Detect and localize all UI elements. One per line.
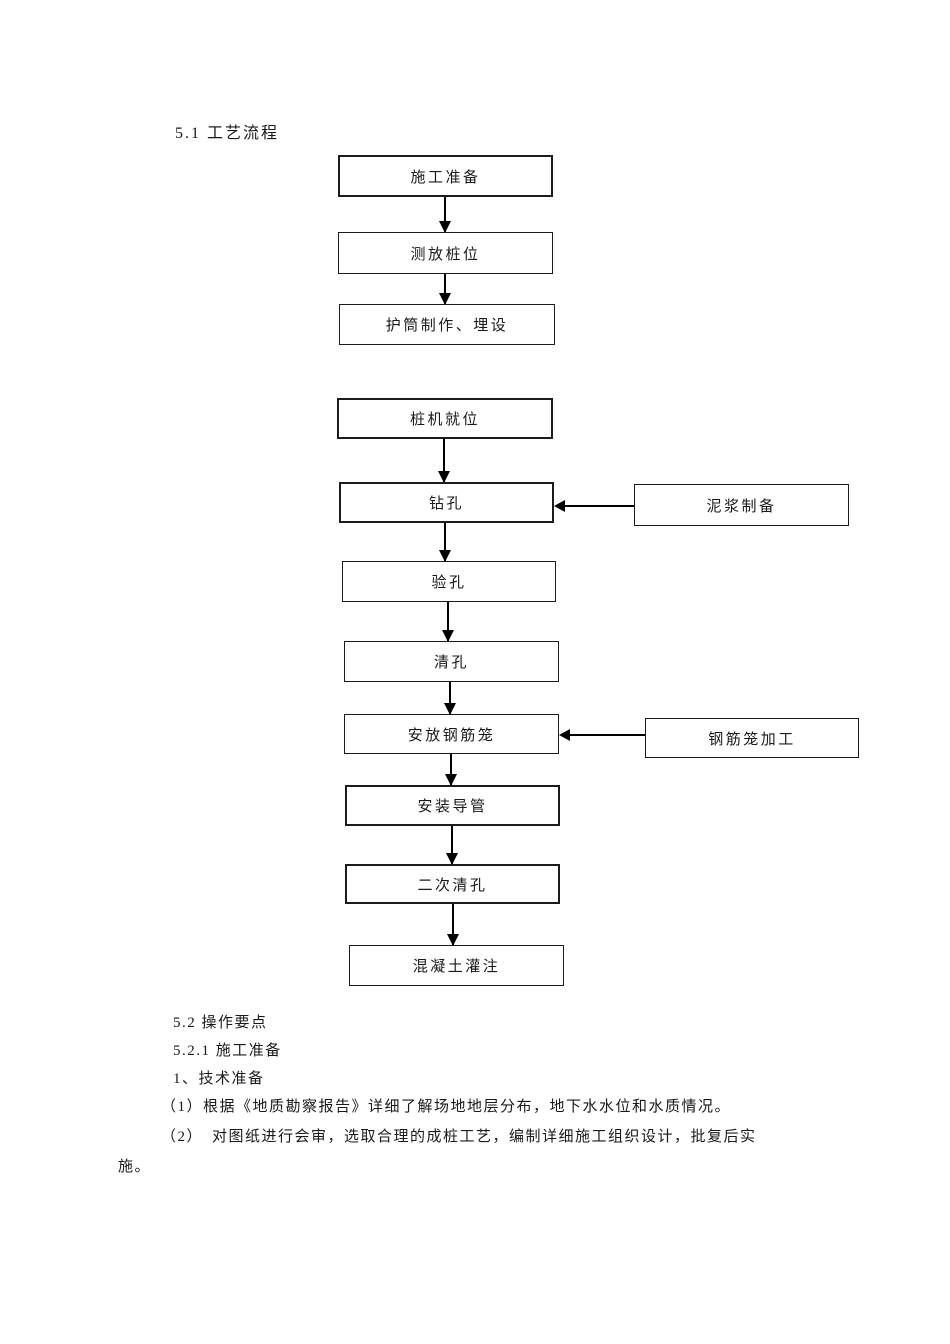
flow-arrow-down-icon bbox=[447, 904, 459, 946]
flow-arrow-down-icon bbox=[444, 682, 456, 715]
flow-node-pile-rig-in-place: 桩机就位 bbox=[337, 398, 553, 439]
flow-node-concrete-pouring: 混凝土灌注 bbox=[349, 945, 564, 986]
flow-node-construction-prep: 施工准备 bbox=[338, 155, 553, 197]
flow-node-casing-fabrication: 护筒制作、埋设 bbox=[339, 304, 555, 345]
paragraph-2-line-1: （2） 对图纸进行会审，选取合理的成桩工艺，编制详细施工组织设计，批复后实 bbox=[161, 1129, 757, 1145]
flow-node-tremie-installation: 安装导管 bbox=[345, 785, 560, 826]
paragraph-2-line-2: 施。 bbox=[118, 1159, 152, 1175]
flow-node-slurry-preparation: 泥浆制备 bbox=[634, 484, 849, 526]
flow-arrow-down-icon bbox=[439, 274, 451, 305]
heading-5-2-1: 5.2.1 施工准备 bbox=[173, 1043, 282, 1059]
flow-node-drilling: 钻孔 bbox=[339, 482, 554, 523]
flow-arrow-left-icon bbox=[554, 500, 634, 512]
flow-node-rebar-cage-fabrication: 钢筋笼加工 bbox=[645, 718, 859, 758]
flow-node-pile-position-survey: 测放桩位 bbox=[338, 232, 553, 274]
flow-arrow-down-icon bbox=[438, 439, 450, 483]
list-item-technical-prep: 1、技术准备 bbox=[173, 1071, 265, 1087]
flow-arrow-left-icon bbox=[559, 729, 645, 741]
flow-arrow-down-icon bbox=[442, 602, 454, 642]
flow-node-hole-cleaning: 清孔 bbox=[344, 641, 559, 682]
flow-arrow-down-icon bbox=[439, 197, 451, 233]
flow-arrow-down-icon bbox=[439, 523, 451, 562]
section-title-5-1: 5.1 工艺流程 bbox=[175, 125, 280, 142]
paragraph-1: （1）根据《地质勘察报告》详细了解场地地层分布，地下水水位和水质情况。 bbox=[161, 1099, 732, 1115]
flow-node-rebar-cage-placement: 安放钢筋笼 bbox=[344, 714, 559, 754]
flow-arrow-down-icon bbox=[446, 826, 458, 865]
flow-node-hole-inspection: 验孔 bbox=[342, 561, 556, 602]
flow-node-second-hole-cleaning: 二次清孔 bbox=[345, 864, 560, 904]
heading-5-2: 5.2 操作要点 bbox=[173, 1015, 268, 1031]
flow-arrow-down-icon bbox=[445, 754, 457, 786]
